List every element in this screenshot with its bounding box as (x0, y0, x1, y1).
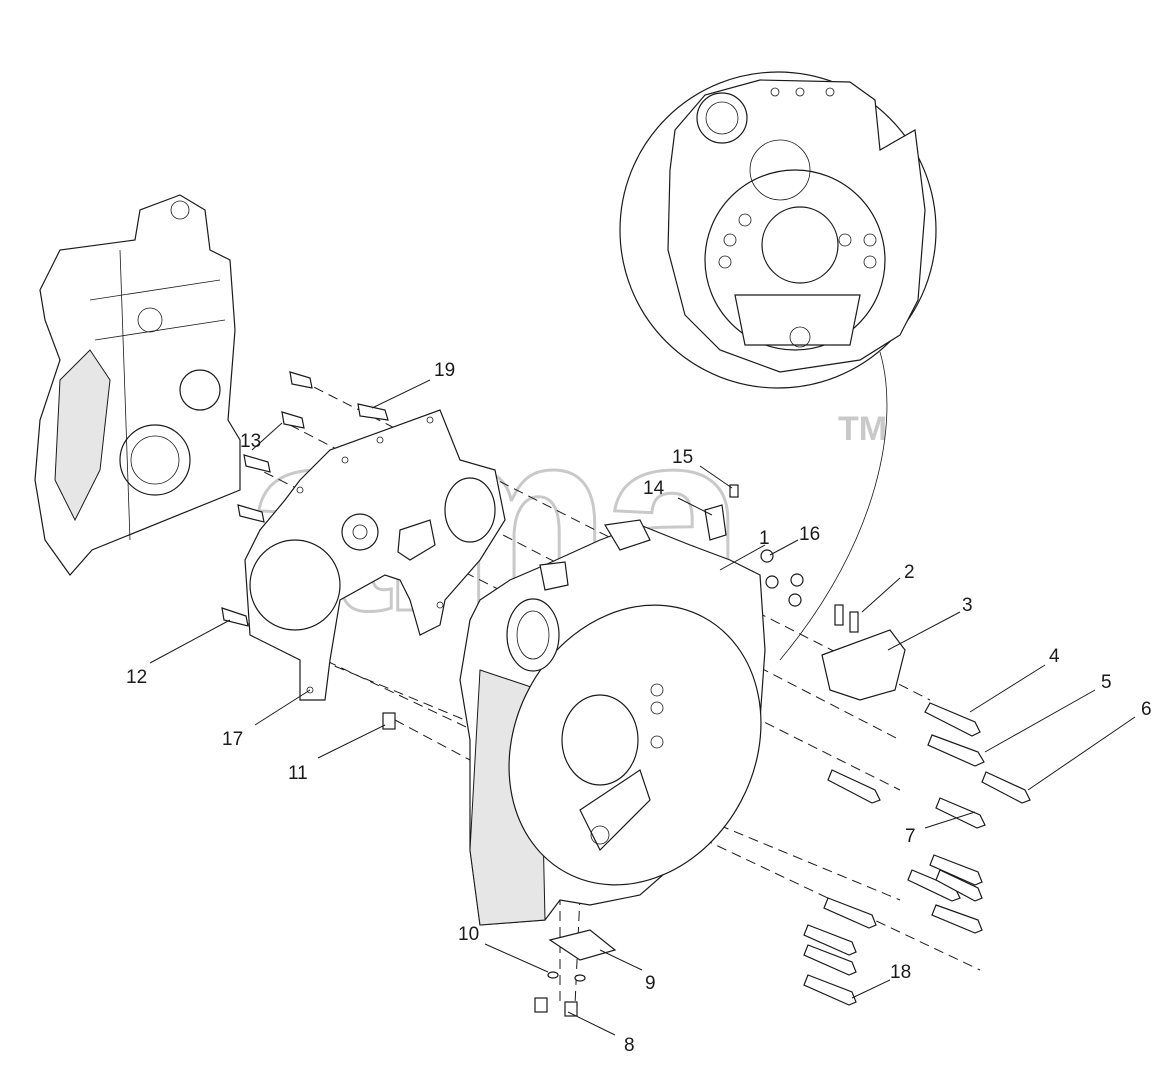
plug (765, 575, 779, 589)
plug (788, 593, 802, 607)
callout-17: 17 (222, 729, 243, 750)
callout-10: 10 (458, 924, 479, 945)
callout-16: 16 (799, 524, 820, 545)
callout-18: 18 (890, 962, 911, 983)
sensor-screw (729, 484, 739, 498)
callout-labels: 1 2 3 4 5 6 7 8 9 10 11 12 13 14 15 16 1… (126, 360, 1152, 1056)
callout-1: 1 (759, 528, 770, 549)
plate-bolts (221, 371, 389, 627)
gasket-plate (244, 409, 506, 701)
callout-2: 2 (904, 562, 915, 583)
callout-11: 11 (288, 763, 308, 784)
small-parts (382, 484, 906, 1017)
cover-plate (548, 929, 617, 961)
bracket-bolt (849, 611, 859, 633)
washer (547, 971, 559, 979)
flywheel-housing (459, 519, 766, 926)
callout-5: 5 (1101, 672, 1112, 693)
callout-8: 8 (624, 1035, 635, 1056)
detail-view (619, 71, 937, 661)
callout-12: 12 (126, 667, 147, 688)
callout-13: 13 (240, 431, 261, 452)
washer (574, 974, 586, 982)
bracket (821, 629, 906, 701)
leader-lines (149, 379, 1136, 1036)
callout-15: 15 (672, 447, 693, 468)
callout-9: 9 (645, 973, 656, 994)
timing-case (34, 194, 241, 576)
callout-6: 6 (1141, 699, 1152, 720)
callout-4: 4 (1049, 646, 1060, 667)
callout-14: 14 (643, 478, 665, 499)
cover-screw (534, 997, 548, 1013)
callout-3: 3 (962, 595, 973, 616)
dowel-pin (382, 712, 396, 730)
housing-rear-view (667, 79, 926, 373)
plug (790, 573, 804, 587)
bracket-bolt (834, 604, 844, 626)
housing-bolts (803, 702, 1031, 1006)
callout-7: 7 (905, 826, 916, 847)
detail-view-leader (779, 351, 888, 661)
plug (760, 549, 774, 563)
callout-19: 19 (434, 360, 455, 381)
watermark-tm: TM (838, 410, 887, 448)
